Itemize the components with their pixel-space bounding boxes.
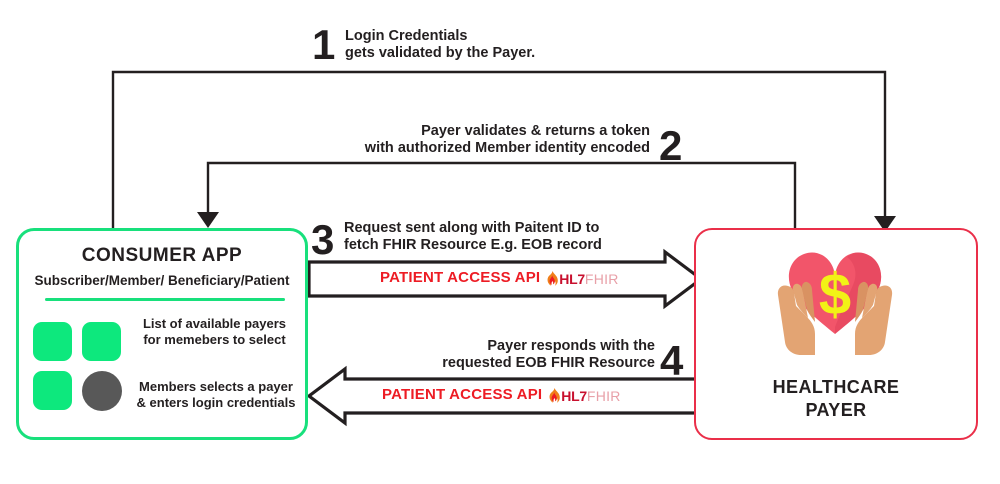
healthcare-payer-label: HEALTHCARE PAYER: [772, 377, 900, 420]
step-number-1: 1: [312, 21, 335, 68]
hl7-wordmark: HL7: [559, 271, 585, 287]
hl7-fhir-logo-2: HL7FHIR: [548, 388, 620, 407]
consumer-app-subtitle: Subscriber/Member/ Beneficiary/Patient: [34, 273, 290, 288]
payer-tile-2[interactable]: [82, 322, 121, 361]
consumer-app-title: CONSUMER APP: [81, 245, 243, 266]
flame-icon: [546, 271, 559, 290]
step-caption-2: Payer validates & returns a token with a…: [364, 123, 650, 156]
payers-list-caption: List of available payers for memebers to…: [142, 316, 287, 347]
api-block-arrow-request[interactable]: [307, 248, 704, 310]
api-arrow-label-request: PATIENT ACCESS API HL7FHIR: [380, 269, 619, 290]
select-payer-caption: Members selects a payer & enters login c…: [136, 379, 296, 410]
fhir-wordmark-2: FHIR: [586, 388, 621, 404]
step-number-3: 3: [311, 216, 334, 263]
flow-line-step-1: [111, 70, 896, 232]
flow-line-step-2: [197, 161, 797, 231]
hands-holding-heart-with-dollar-icon: $: [760, 238, 910, 363]
hl7-fhir-logo: HL7FHIR: [546, 271, 618, 290]
hl7-wordmark-2: HL7: [561, 388, 587, 404]
api-label-text-response: PATIENT ACCESS API: [382, 386, 543, 403]
healthcare-payer-box[interactable]: [694, 228, 978, 440]
step-number-2: 2: [659, 122, 682, 169]
payer-tile-3[interactable]: [33, 371, 72, 410]
api-arrow-label-response: PATIENT ACCESS API HL7FHIR: [382, 386, 621, 407]
consumer-app-divider: [45, 298, 285, 301]
payer-tile-1[interactable]: [33, 322, 72, 361]
api-label-text-request: PATIENT ACCESS API: [380, 269, 541, 286]
step-caption-4: Payer responds with the requested EOB FH…: [442, 338, 655, 371]
step-number-4: 4: [660, 337, 683, 384]
svg-text:$: $: [819, 262, 851, 327]
payer-circle-selected[interactable]: [82, 371, 122, 411]
step-caption-1: Login Credentials gets validated by the …: [345, 28, 536, 61]
fhir-wordmark: FHIR: [584, 271, 619, 287]
step-caption-3: Request sent along with Paitent ID to fe…: [344, 220, 602, 253]
flame-icon-2: [548, 388, 561, 407]
api-block-arrow-response[interactable]: [306, 365, 702, 427]
